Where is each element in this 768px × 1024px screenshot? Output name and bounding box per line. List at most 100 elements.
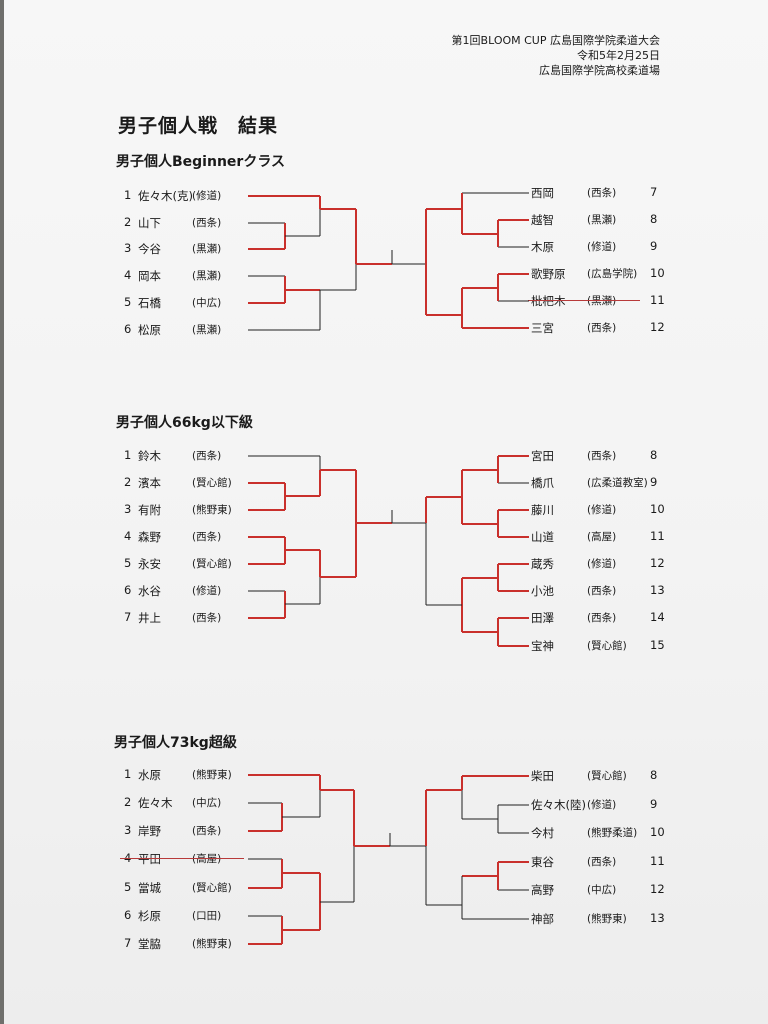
entry-club: (賢心館) — [192, 558, 232, 570]
entry-club: (黒瀬) — [192, 270, 222, 282]
entry-club: (西条) — [192, 531, 222, 543]
section-title-73kg: 男子個人73kg超級 — [114, 735, 237, 751]
entry-club: (西条) — [587, 612, 617, 624]
entry-name: 鈴木 — [138, 449, 161, 463]
entry-number: 3 — [124, 241, 132, 255]
entry-name: 今谷 — [138, 242, 161, 256]
entry-name: 宮田 — [531, 449, 554, 463]
entry-number: 4 — [124, 268, 132, 282]
entry-club: (賢心館) — [192, 477, 232, 489]
entry-club: (賢心館) — [192, 882, 232, 894]
entry-number: 4 — [124, 529, 132, 543]
entry-club: (西条) — [587, 585, 617, 597]
entry-number: 11 — [650, 854, 665, 868]
entry-name: 岸野 — [138, 824, 161, 838]
event-date: 令和5年2月25日 — [577, 49, 660, 62]
entry-club: (口田) — [192, 910, 222, 922]
entry-club: (熊野東) — [192, 769, 232, 781]
entry-club: (熊野東) — [192, 938, 232, 950]
page-title: 男子個人戦 結果 — [118, 115, 279, 137]
entry-name: 今村 — [531, 826, 554, 840]
entry-club: (高屋) — [192, 853, 222, 865]
entry-number: 6 — [124, 908, 132, 922]
entry-number: 11 — [650, 529, 665, 543]
entry-number: 2 — [124, 795, 132, 809]
entry-name: 藤川 — [531, 503, 554, 517]
section-title-beginner: 男子個人Beginnerクラス — [116, 154, 286, 170]
entry-number: 6 — [124, 583, 132, 597]
entry-number: 12 — [650, 556, 665, 570]
entry-club: (西条) — [192, 825, 222, 837]
entry-club: (賢心館) — [587, 770, 627, 782]
entry-name: 松原 — [138, 323, 161, 337]
entry-club: (修道) — [587, 504, 617, 516]
event-name: 第1回BLOOM CUP 広島国際学院柔道大会 — [451, 34, 660, 47]
entry-name: 井上 — [138, 611, 161, 625]
entry-name: 水原 — [138, 768, 161, 782]
entry-club: (広島学院) — [587, 268, 638, 280]
entry-club: (熊野東) — [192, 504, 232, 516]
entry-name: 西岡 — [531, 186, 554, 200]
entry-name: 山道 — [531, 530, 554, 544]
entry-club: (西条) — [587, 450, 617, 462]
entry-club: (西条) — [192, 612, 222, 624]
entry-club: (熊野東) — [587, 913, 627, 925]
entry-number: 1 — [124, 188, 132, 202]
entry-name: 小池 — [531, 584, 554, 598]
entry-club: (熊野柔道) — [587, 827, 638, 839]
entry-name: 平田 — [138, 852, 161, 866]
entry-club: (西条) — [192, 450, 222, 462]
entry-name: 佐々木(克) — [138, 189, 193, 203]
entry-name: 杉原 — [138, 909, 161, 923]
entry-club: (黒瀬) — [192, 243, 222, 255]
entry-club: (中広) — [192, 297, 222, 309]
entry-number: 8 — [650, 448, 658, 462]
strikethrough-line — [120, 858, 244, 859]
entry-name: 三宮 — [531, 321, 554, 335]
entry-name: 堂脇 — [138, 937, 161, 951]
entry-number: 2 — [124, 215, 132, 229]
entry-number: 14 — [650, 610, 665, 624]
entry-number: 7 — [124, 610, 132, 624]
entry-name: 永安 — [138, 557, 161, 571]
entry-number: 12 — [650, 882, 665, 896]
entry-number: 5 — [124, 556, 132, 570]
entry-name: 佐々木(陸) — [531, 798, 586, 812]
entry-name: 當城 — [138, 881, 161, 895]
entry-number: 3 — [124, 823, 132, 837]
entry-name: 森野 — [138, 530, 161, 544]
entry-name: 神部 — [531, 912, 554, 926]
tournament-brackets — [248, 192, 529, 945]
entry-name: 橋爪 — [531, 476, 554, 490]
entry-club: (修道) — [192, 190, 222, 202]
entry-club: (西条) — [192, 217, 222, 229]
entry-club: (西条) — [587, 856, 617, 868]
entry-number: 10 — [650, 825, 665, 839]
entry-club: (西条) — [587, 322, 617, 334]
entry-club: (黒瀬) — [587, 295, 617, 307]
entry-club: (西条) — [587, 187, 617, 199]
entry-name: 水谷 — [138, 584, 161, 598]
entry-name: 有附 — [138, 503, 161, 517]
entry-number: 9 — [650, 797, 658, 811]
entry-name: 佐々木 — [138, 796, 173, 810]
entry-number: 9 — [650, 239, 658, 253]
entry-number: 7 — [650, 185, 658, 199]
entry-number: 13 — [650, 911, 665, 925]
entry-number: 7 — [124, 936, 132, 950]
entry-name: 枇杷木 — [531, 294, 566, 308]
entry-number: 10 — [650, 266, 665, 280]
entry-club: (修道) — [587, 799, 617, 811]
entry-number: 15 — [650, 638, 665, 652]
result-sheet: 第1回BLOOM CUP 広島国際学院柔道大会 令和5年2月25日 広島国際学院… — [4, 0, 768, 1024]
entry-number: 8 — [650, 212, 658, 226]
entry-name: 柴田 — [531, 769, 554, 783]
entry-name: 石橋 — [138, 296, 161, 310]
entry-number: 5 — [124, 295, 132, 309]
entry-club: (高屋) — [587, 531, 617, 543]
entry-number: 11 — [650, 293, 665, 307]
entry-name: 岡本 — [138, 269, 161, 283]
entry-name: 山下 — [138, 216, 161, 230]
entry-club: (中広) — [587, 884, 617, 896]
entry-number: 2 — [124, 475, 132, 489]
